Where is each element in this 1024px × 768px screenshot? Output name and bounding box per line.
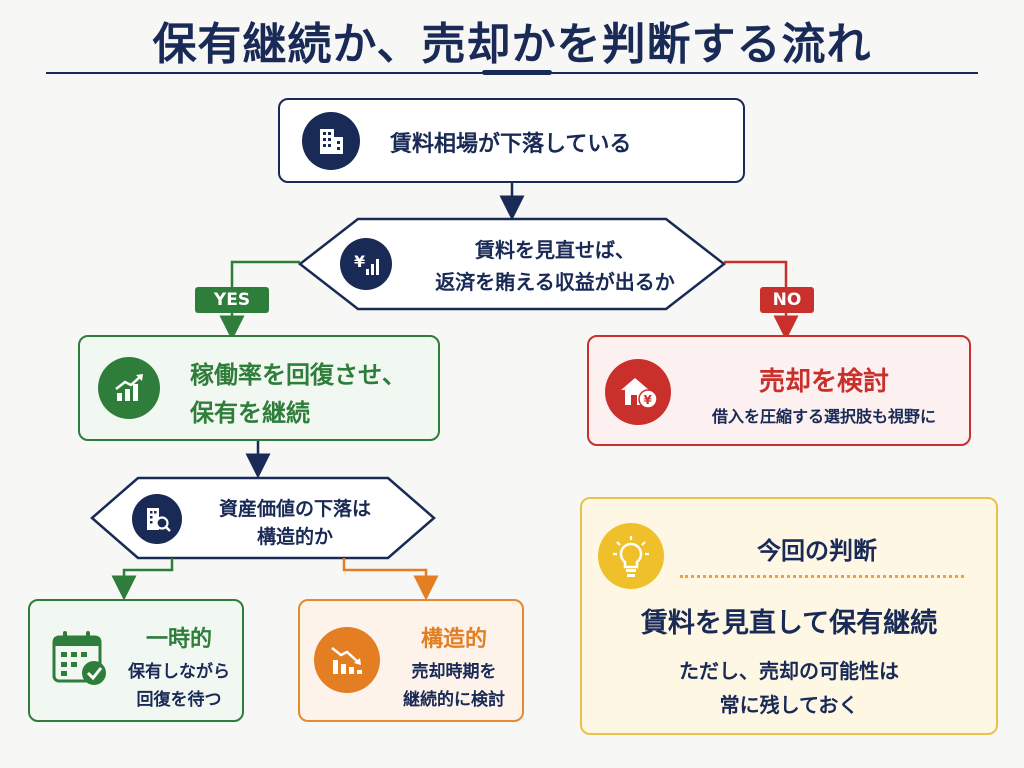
structural-box: 構造的 売却時期を 継続的に検討 [298,599,524,722]
temporary-box: 一時的 保有しながら 回復を待つ [28,599,244,722]
yes-label: YES [195,287,269,313]
growth-chart-icon [98,357,160,419]
start-text: 賃料相場が下落している [390,132,632,157]
house-yen-icon: ¥ [605,359,671,425]
no-box-title: 売却を検討 [758,367,889,397]
temporary-title: 一時的 [145,627,212,652]
decision2-shape [90,476,436,560]
page-title: 保有継続か、売却かを判断する流れ [152,19,872,70]
conclusion-main: 賃料を見直して保有継続 [640,608,938,639]
conclusion-divider [680,575,964,578]
structural-line1: 売却時期を [411,662,497,682]
decision2-line1: 資産価値の下落は [218,498,371,520]
svg-text:¥: ¥ [354,252,365,271]
declining-chart-icon [314,627,380,693]
yen-chart-icon: ¥ [340,238,392,290]
decision1-line2: 返済を賄える収益が出るか [435,270,675,294]
yes-box: 稼働率を回復させ、 保有を継続 [78,335,440,441]
structural-line2: 継続的に検討 [403,690,505,710]
svg-text:¥: ¥ [644,393,653,407]
decision1-shape [297,217,727,311]
decision2-line2: 構造的か [256,526,333,548]
building-search-icon [132,494,182,544]
conclusion-heading: 今回の判断 [757,537,877,565]
temporary-line2: 回復を待つ [136,690,222,710]
yes-box-line2: 保有を継続 [190,399,310,427]
calendar-check-icon [48,625,114,691]
decision1-line1: 賃料を見直せば、 [475,238,635,262]
lightbulb-icon [598,523,664,589]
start-box: 賃料相場が下落している [278,98,745,183]
conclusion-box: 今回の判断 賃料を見直して保有継続 ただし、売却の可能性は 常に残しておく [580,497,998,735]
temporary-line1: 保有しながら [128,662,230,682]
conclusion-note2: 常に残しておく [719,693,859,717]
yes-box-line1: 稼働率を回復させ、 [190,361,406,389]
building-icon [302,112,360,170]
no-box-sub: 借入を圧縮する選択肢も視野に [711,407,936,426]
no-box: ¥ 売却を検討 借入を圧縮する選択肢も視野に [587,335,971,446]
structural-title: 構造的 [420,627,487,652]
no-label: NO [760,287,814,313]
conclusion-note1: ただし、売却の可能性は [679,659,899,683]
title-accent [482,70,552,75]
